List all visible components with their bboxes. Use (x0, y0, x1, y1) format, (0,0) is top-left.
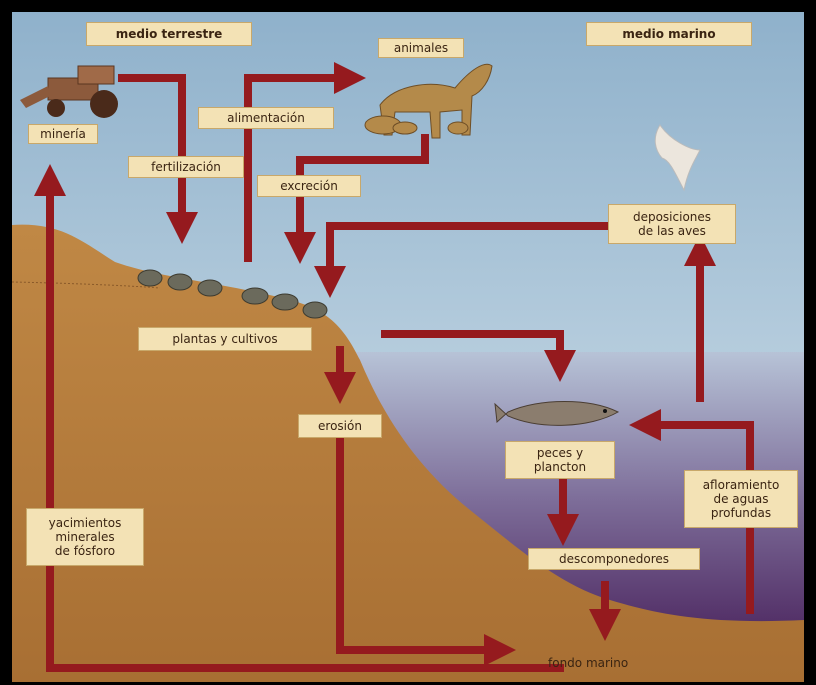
fish-plankton-label: peces y plancton (505, 441, 615, 479)
mining-label: minería (28, 124, 98, 144)
fish-illustration (494, 401, 620, 426)
plants-label: plantas y cultivos (138, 327, 312, 351)
sea-section-title: medio marino (586, 22, 752, 46)
seabed-label: fondo marino (548, 656, 629, 670)
fertilization-label: fertilización (128, 156, 244, 178)
upwelling-label: afloramiento de aguas profundas (684, 470, 798, 528)
phosphorus-deposits-label: yacimientos minerales de fósforo (26, 508, 144, 566)
bird-droppings-label: deposiciones de las aves (608, 204, 736, 244)
feeding-label: alimentación (198, 107, 334, 129)
bird-illustration (654, 124, 701, 192)
land-section-title: medio terrestre (86, 22, 252, 46)
decomposers-label: descomponedores (528, 548, 700, 570)
tractor-icon (20, 65, 118, 118)
animals-label: animales (378, 38, 464, 58)
excretion-label: excreción (257, 175, 361, 197)
animals-illustration (364, 63, 493, 139)
cycle-arrows (34, 62, 754, 672)
plants-illustration (137, 269, 328, 319)
erosion-label: erosión (298, 414, 382, 438)
horizon-line (11, 281, 161, 289)
